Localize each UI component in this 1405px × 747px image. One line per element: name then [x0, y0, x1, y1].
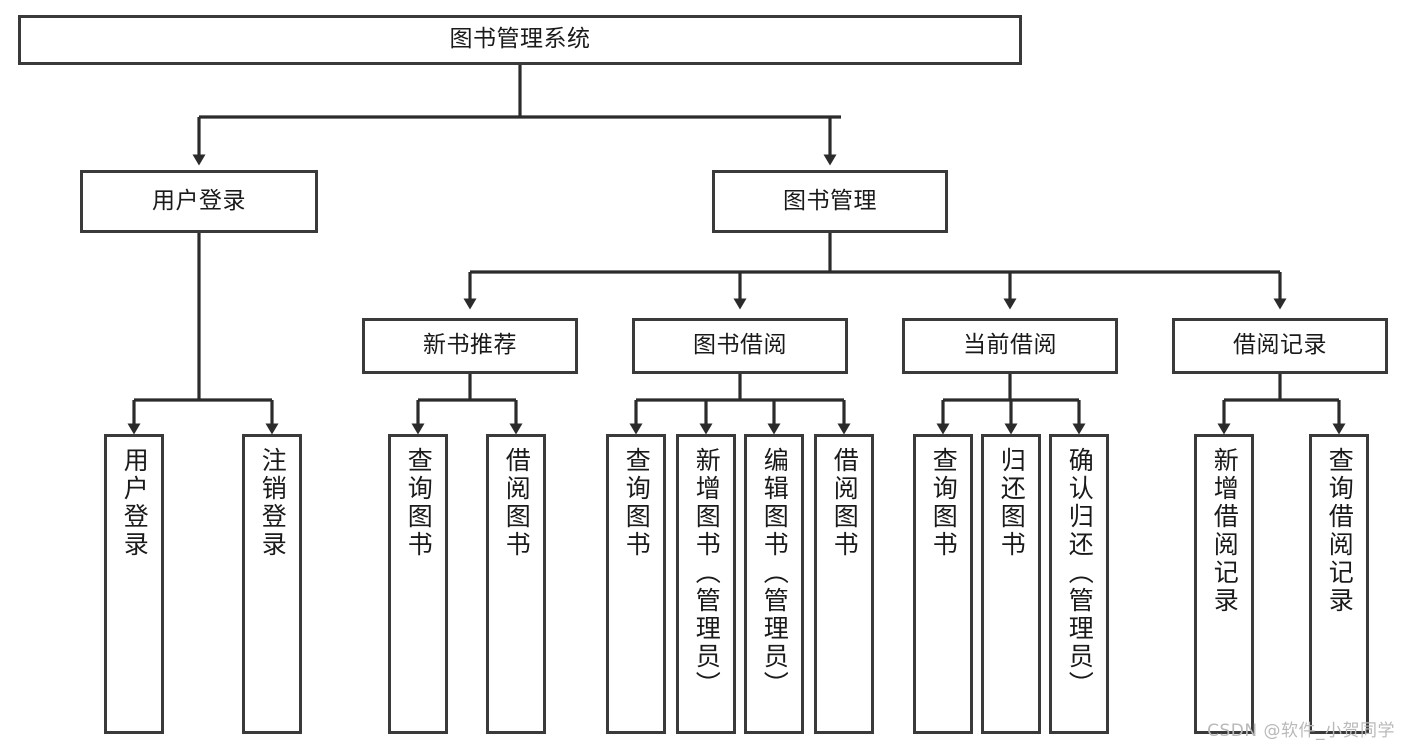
node-user-login-label: 用户登录 — [152, 187, 246, 214]
node-current-borrow-label: 当前借阅 — [963, 332, 1057, 359]
leaf-add-book[interactable]: 新增图书（管理员） — [676, 434, 736, 734]
leaf-edit-book-label: 编辑图书（管理员） — [760, 447, 790, 699]
node-borrow-record[interactable]: 借阅记录 — [1172, 318, 1388, 374]
leaf-user-logout[interactable]: 注销登录 — [242, 434, 302, 734]
leaf-borrow-book-2[interactable]: 借阅图书 — [814, 434, 874, 734]
node-book-manage-label: 图书管理 — [783, 187, 877, 214]
node-book-borrow[interactable]: 图书借阅 — [632, 318, 848, 374]
leaf-add-book-label: 新增图书（管理员） — [692, 447, 722, 699]
leaf-confirm-return-label: 确认归还（管理员） — [1065, 447, 1095, 699]
leaf-return-book[interactable]: 归还图书 — [981, 434, 1041, 734]
leaf-add-record-label: 新增借阅记录 — [1210, 447, 1240, 615]
node-new-book-recommend-label: 新书推荐 — [423, 332, 517, 359]
node-root[interactable]: 图书管理系统 — [18, 15, 1022, 65]
leaf-query-book-1-label: 查询图书 — [404, 447, 434, 559]
node-book-borrow-label: 图书借阅 — [693, 332, 787, 359]
leaf-query-book-2[interactable]: 查询图书 — [606, 434, 666, 734]
node-book-manage[interactable]: 图书管理 — [712, 170, 948, 233]
leaf-query-record-label: 查询借阅记录 — [1325, 447, 1355, 615]
node-new-book-recommend[interactable]: 新书推荐 — [362, 318, 578, 374]
leaf-query-book-1[interactable]: 查询图书 — [388, 434, 448, 734]
leaf-user-logout-label: 注销登录 — [258, 447, 288, 559]
node-root-label: 图书管理系统 — [449, 26, 591, 53]
leaf-return-book-label: 归还图书 — [997, 447, 1027, 559]
leaf-query-record[interactable]: 查询借阅记录 — [1309, 434, 1369, 734]
node-borrow-record-label: 借阅记录 — [1233, 332, 1327, 359]
node-user-login[interactable]: 用户登录 — [80, 170, 318, 233]
leaf-user-login[interactable]: 用户登录 — [104, 434, 164, 734]
leaf-borrow-book-2-label: 借阅图书 — [830, 447, 860, 559]
leaf-query-book-2-label: 查询图书 — [622, 447, 652, 559]
leaf-borrow-book-1-label: 借阅图书 — [502, 447, 532, 559]
leaf-add-record[interactable]: 新增借阅记录 — [1194, 434, 1254, 734]
node-current-borrow[interactable]: 当前借阅 — [902, 318, 1118, 374]
leaf-confirm-return[interactable]: 确认归还（管理员） — [1049, 434, 1109, 734]
leaf-query-book-3-label: 查询图书 — [929, 447, 959, 559]
leaf-user-login-label: 用户登录 — [120, 447, 150, 559]
leaf-query-book-3[interactable]: 查询图书 — [913, 434, 973, 734]
leaf-edit-book[interactable]: 编辑图书（管理员） — [744, 434, 804, 734]
leaf-borrow-book-1[interactable]: 借阅图书 — [486, 434, 546, 734]
